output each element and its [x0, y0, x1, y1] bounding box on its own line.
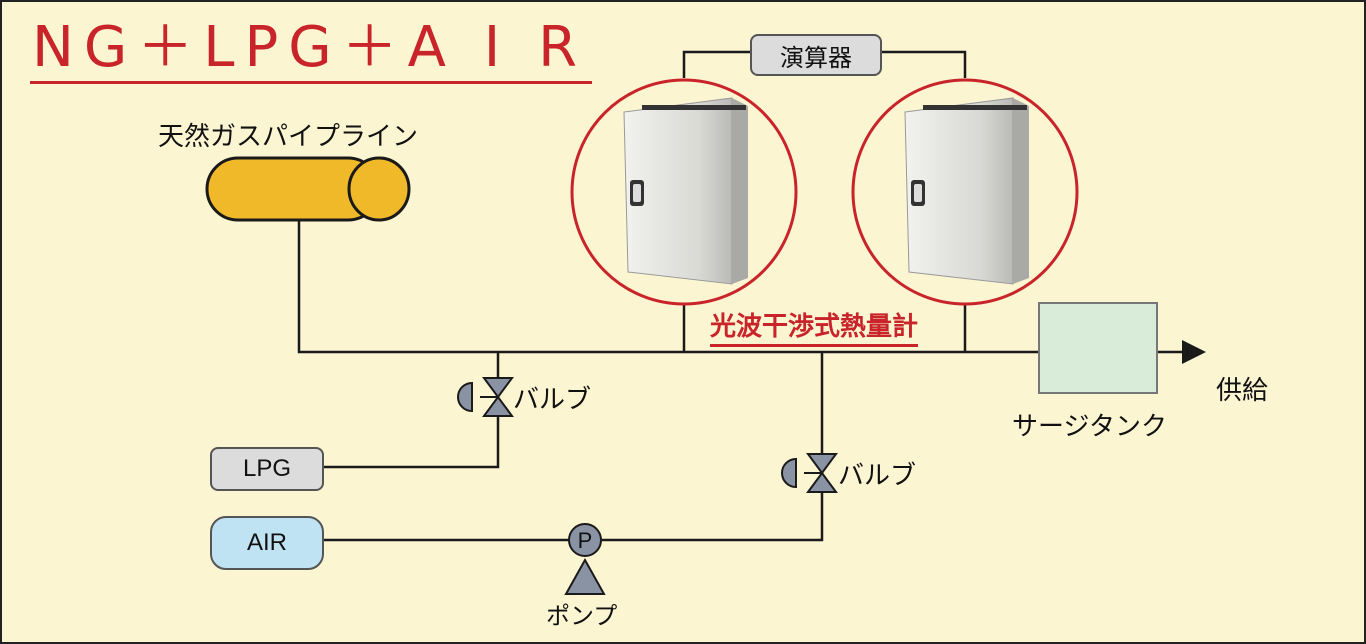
supply-arrow-icon — [1182, 340, 1206, 364]
surge-tank-box — [1038, 302, 1158, 394]
pipes — [297, 50, 1182, 542]
lpg-label: LPG — [242, 455, 292, 482]
surge-tank-label: サージタンク — [1012, 412, 1167, 442]
calc-link-right — [882, 50, 967, 78]
air-source-box: AIR — [210, 516, 324, 570]
meter-caption: 光波干渉式熱量計 — [710, 312, 919, 347]
lpg-source-box: LPG — [210, 447, 324, 491]
heat-meter-1 — [570, 78, 798, 306]
air-label: AIR — [246, 529, 287, 556]
supply-label: 供給 — [1216, 376, 1269, 406]
air-branch-pipe — [600, 352, 824, 542]
title-underline — [30, 81, 592, 84]
pump-symbol: P — [578, 528, 593, 553]
main-pipe — [297, 220, 1042, 354]
calculator-label: 演算器 — [780, 43, 852, 72]
pipeline-label: 天然ガスパイプライン — [158, 122, 419, 152]
page-title: NG＋LPG＋A I R — [32, 15, 587, 80]
calc-link-left — [682, 50, 750, 78]
pipeline-cylinder-icon — [205, 156, 411, 222]
valve-2-label: バルブ — [838, 461, 917, 491]
valve-2-icon — [781, 453, 838, 493]
pump-icon: P — [564, 523, 606, 595]
valve-1-icon — [457, 377, 514, 417]
valve-1-label: バルブ — [513, 385, 592, 415]
heat-meter-2 — [851, 78, 1079, 306]
calculator-box: 演算器 — [750, 34, 882, 76]
pump-label: ポンプ — [546, 602, 618, 630]
